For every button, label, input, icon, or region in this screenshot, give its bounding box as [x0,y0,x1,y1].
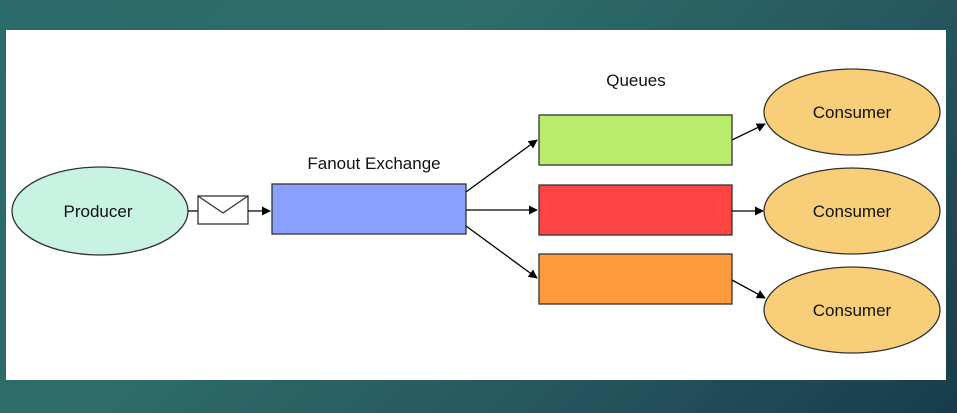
consumer-node [763,68,941,156]
queue-3-to-consumer-arrow [731,279,766,299]
queue-box [538,253,733,305]
consumer-node [763,167,941,255]
exchange-title: Fanout Exchange [307,154,440,173]
exchange-to-queue-1-arrow [465,139,538,193]
exchange-to-queue-3-arrow [465,225,538,279]
consumer-label: Consumer [813,301,892,320]
queue-box [538,184,733,236]
envelope-icon [197,195,249,225]
consumer-label: Consumer [813,103,892,122]
producer-label: Producer [64,202,133,221]
exchange-box [271,183,467,235]
consumer-label: Consumer [813,202,892,221]
consumer-node [763,266,941,354]
queue-1-to-consumer-arrow [731,123,766,141]
queues-title: Queues [606,71,666,90]
queue-box [538,114,733,166]
